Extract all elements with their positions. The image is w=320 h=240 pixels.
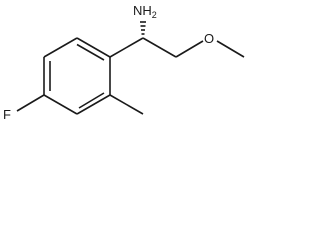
bond-chiral-carbon-ch2 <box>142 37 177 58</box>
bond-ring-fluorine <box>16 94 45 112</box>
ether-oxygen-label: O <box>204 31 214 46</box>
bond-ch2-oxygen <box>175 40 204 58</box>
ring-double-bond-c5-c6 <box>78 92 105 109</box>
ring-double-bond-c1-c2 <box>76 43 105 61</box>
ring-bond-c2-c3 <box>43 37 78 58</box>
bond-ring-methyl <box>109 94 144 115</box>
ring-bond-c1-c2 <box>76 37 111 58</box>
bond-oxygen-methyl <box>216 40 245 58</box>
ring-bond-c5-c6 <box>76 94 111 115</box>
ring-bond-c4-c5 <box>43 94 78 115</box>
chemical-structure-diagram: F NH2 O <box>3 3 245 122</box>
fluorine-atom-label: F <box>3 107 11 122</box>
benzene-ring <box>43 37 111 115</box>
bond-ring-chiral-carbon <box>109 37 144 58</box>
amine-atom-label: NH2 <box>133 3 157 20</box>
hashed-wedge-bond <box>140 21 146 35</box>
